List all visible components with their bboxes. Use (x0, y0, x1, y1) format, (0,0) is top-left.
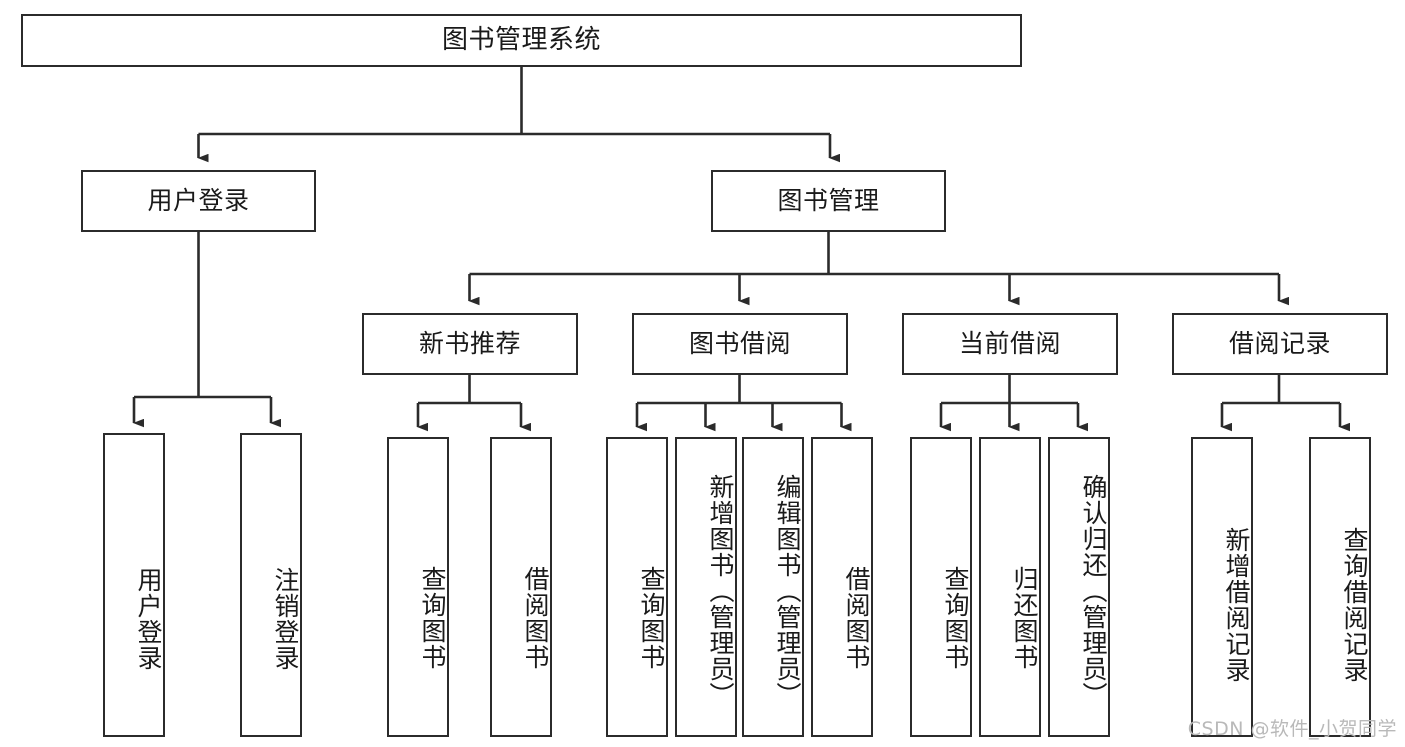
node-label: 图书管理 (777, 186, 880, 216)
leaf-query-book-current[interactable]: 查询图书 (910, 437, 972, 737)
node-borrow-record[interactable]: 借阅记录 (1172, 313, 1388, 375)
node-label: 借阅记录 (1228, 329, 1331, 359)
node-book-management[interactable]: 图书管理 (711, 170, 946, 232)
leaf-edit-book-admin[interactable]: 编辑图书（管理员） (742, 437, 804, 737)
leaf-borrow-book[interactable]: 借阅图书 (811, 437, 873, 737)
node-label: 新增借阅记录 (1222, 527, 1251, 683)
node-user-login[interactable]: 用户登录 (81, 170, 316, 232)
leaf-user-login[interactable]: 用户登录 (103, 433, 165, 737)
node-label: 查询图书 (418, 566, 447, 670)
node-label: 用户登录 (147, 186, 250, 216)
leaf-add-book-admin[interactable]: 新增图书（管理员） (675, 437, 737, 737)
node-book-borrow[interactable]: 图书借阅 (632, 313, 848, 375)
node-new-book-recommend[interactable]: 新书推荐 (362, 313, 578, 375)
leaf-return-book[interactable]: 归还图书 (979, 437, 1041, 737)
node-root-system[interactable]: 图书管理系统 (21, 14, 1022, 67)
leaf-query-borrow-record[interactable]: 查询借阅记录 (1309, 437, 1371, 737)
node-label: 图书借阅 (688, 329, 791, 359)
leaf-logout[interactable]: 注销登录 (240, 433, 302, 737)
leaf-borrow-book-recommend[interactable]: 借阅图书 (490, 437, 552, 737)
node-label: 用户登录 (134, 567, 163, 671)
node-label: 借阅图书 (842, 566, 871, 670)
node-label: 图书管理系统 (441, 25, 601, 56)
node-label: 借阅图书 (521, 566, 550, 670)
node-label: 查询图书 (941, 566, 970, 670)
node-label: 新增图书（管理员） (706, 474, 735, 708)
node-label: 查询借阅记录 (1340, 527, 1369, 683)
node-label: 编辑图书（管理员） (773, 474, 802, 708)
node-label: 注销登录 (271, 567, 300, 671)
node-label: 当前借阅 (958, 329, 1061, 359)
leaf-add-borrow-record[interactable]: 新增借阅记录 (1191, 437, 1253, 737)
node-label: 查询图书 (637, 566, 666, 670)
leaf-query-book-borrow[interactable]: 查询图书 (606, 437, 668, 737)
node-current-borrow[interactable]: 当前借阅 (902, 313, 1118, 375)
csdn-watermark: CSDN @软件_小贺同学 (1187, 718, 1397, 740)
node-label: 确认归还（管理员） (1079, 474, 1108, 708)
leaf-query-book-recommend[interactable]: 查询图书 (387, 437, 449, 737)
node-label: 归还图书 (1010, 566, 1039, 670)
node-label: 新书推荐 (418, 329, 521, 359)
leaf-confirm-return-admin[interactable]: 确认归还（管理员） (1048, 437, 1110, 737)
